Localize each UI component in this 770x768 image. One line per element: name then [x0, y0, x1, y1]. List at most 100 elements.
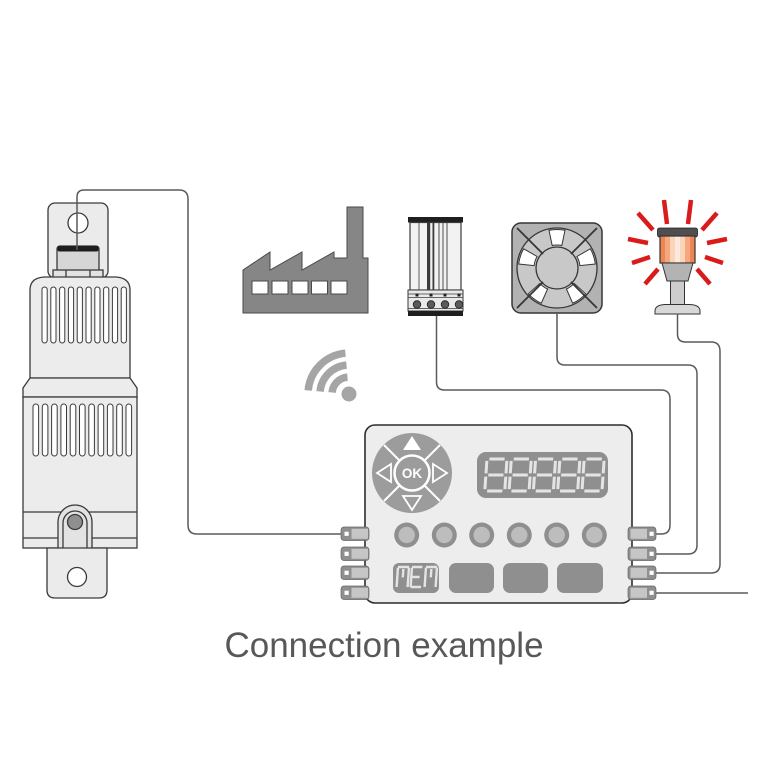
seg-char-8 — [483, 457, 509, 493]
vent-slot — [88, 403, 95, 457]
left-connector-2-body — [351, 548, 368, 559]
vent-slot — [51, 403, 58, 457]
terminal-screw — [454, 300, 464, 309]
vent-slot — [32, 403, 40, 457]
fan-hub — [535, 246, 579, 290]
heater-fin-dark — [427, 222, 431, 290]
vent-slot — [97, 403, 105, 457]
right-connectors — [627, 526, 657, 600]
ok-button — [393, 454, 431, 492]
round-button-3-cap — [473, 526, 490, 544]
vent-slot — [41, 403, 49, 457]
beacon-rays — [627, 199, 728, 286]
heater-fin-dark — [432, 222, 435, 290]
left-connector-3-body — [351, 567, 368, 578]
factory-silhouette — [242, 206, 369, 314]
vent-slot — [103, 286, 110, 344]
controller-unit: OK — [340, 424, 657, 604]
wire-beacon-to-controller — [656, 314, 721, 574]
wires — [76, 189, 748, 594]
left-connector-3-pin — [344, 570, 349, 575]
factory-window — [330, 280, 348, 295]
vent-slot — [67, 286, 75, 344]
sensor-device — [22, 202, 138, 599]
arrow-down-icon — [401, 495, 423, 512]
fan-blade-gap — [518, 248, 538, 267]
vent-slot — [116, 403, 123, 457]
sensor-shoulder — [22, 377, 138, 398]
nav-pad: OK — [372, 433, 452, 513]
memory-display-text — [395, 565, 439, 589]
round-buttons — [394, 522, 607, 548]
seg-char-M — [423, 565, 439, 587]
fan-blade-gaps — [518, 228, 596, 304]
wire-heater-to-controller — [435, 316, 671, 535]
wire-fan-to-controller — [556, 313, 698, 555]
round-button-6-cap — [586, 526, 603, 544]
terminal-mark — [415, 293, 419, 297]
alarm-beacon-icon — [627, 199, 728, 315]
terminal-screw — [426, 300, 436, 309]
wifi-arc-outer — [304, 349, 346, 391]
terminal-mark — [457, 293, 461, 297]
diagram-title: Connection example — [224, 626, 543, 665]
fan-blade-gap — [548, 228, 566, 247]
wifi-arc-inner — [328, 373, 349, 394]
soft-button-1 — [449, 563, 494, 593]
vent-slot — [60, 403, 68, 457]
terminal-screw — [412, 300, 422, 309]
fan-blade-gap — [576, 248, 596, 267]
factory-window — [251, 280, 269, 295]
factory-window — [311, 280, 328, 295]
segment-display-digits — [483, 457, 606, 493]
left-connector-1-body — [351, 528, 368, 539]
beacon-lens — [659, 235, 696, 264]
fan-struts — [516, 227, 598, 309]
vent-slot — [76, 286, 83, 344]
wifi-arc-middle — [316, 361, 348, 393]
heater-icon — [407, 217, 464, 316]
soft-button-3 — [557, 563, 603, 593]
round-button-4-cap — [511, 526, 528, 544]
left-connectors — [340, 526, 370, 600]
terminal-screw — [440, 300, 450, 309]
factory-icon — [242, 206, 369, 314]
vent-slot — [79, 403, 86, 457]
left-connector-1-pin — [344, 531, 349, 536]
round-button-5-cap — [548, 526, 565, 544]
factory-window — [271, 280, 289, 295]
right-connector-3-body — [630, 567, 647, 578]
right-connector-2-pin — [649, 551, 654, 556]
vent-slot — [85, 286, 92, 344]
beacon-stem — [670, 280, 685, 307]
factory-window — [291, 280, 309, 295]
ok-button-label: OK — [402, 466, 423, 481]
seg-char-E — [409, 565, 423, 589]
fan-icon — [511, 222, 603, 314]
round-button-1-cap — [398, 526, 415, 544]
vent-slot — [41, 286, 48, 344]
vent-slot — [94, 286, 101, 344]
vent-slot — [106, 403, 114, 457]
fan-blade-gap — [527, 282, 549, 304]
arrow-up-icon — [403, 436, 421, 450]
right-connector-2-body — [630, 548, 647, 559]
wifi-icon — [304, 349, 357, 402]
round-button-2-cap — [436, 526, 453, 544]
arrow-left-icon — [375, 462, 392, 484]
sensor-clamp-screw — [66, 513, 84, 531]
left-connector-4-body — [351, 587, 368, 598]
sensor-upper-vents — [41, 286, 127, 344]
sensor-clamp-inner — [62, 510, 88, 548]
heater-bottom-bar — [408, 311, 463, 316]
heater-body — [409, 221, 462, 291]
seg-char-8 — [531, 457, 557, 493]
terminal-mark — [429, 293, 433, 297]
seg-char-8 — [580, 457, 606, 493]
soft-button-2 — [503, 563, 548, 593]
beacon-base — [654, 304, 701, 315]
left-connector-2-pin — [344, 551, 349, 556]
seg-char-8 — [507, 457, 533, 493]
